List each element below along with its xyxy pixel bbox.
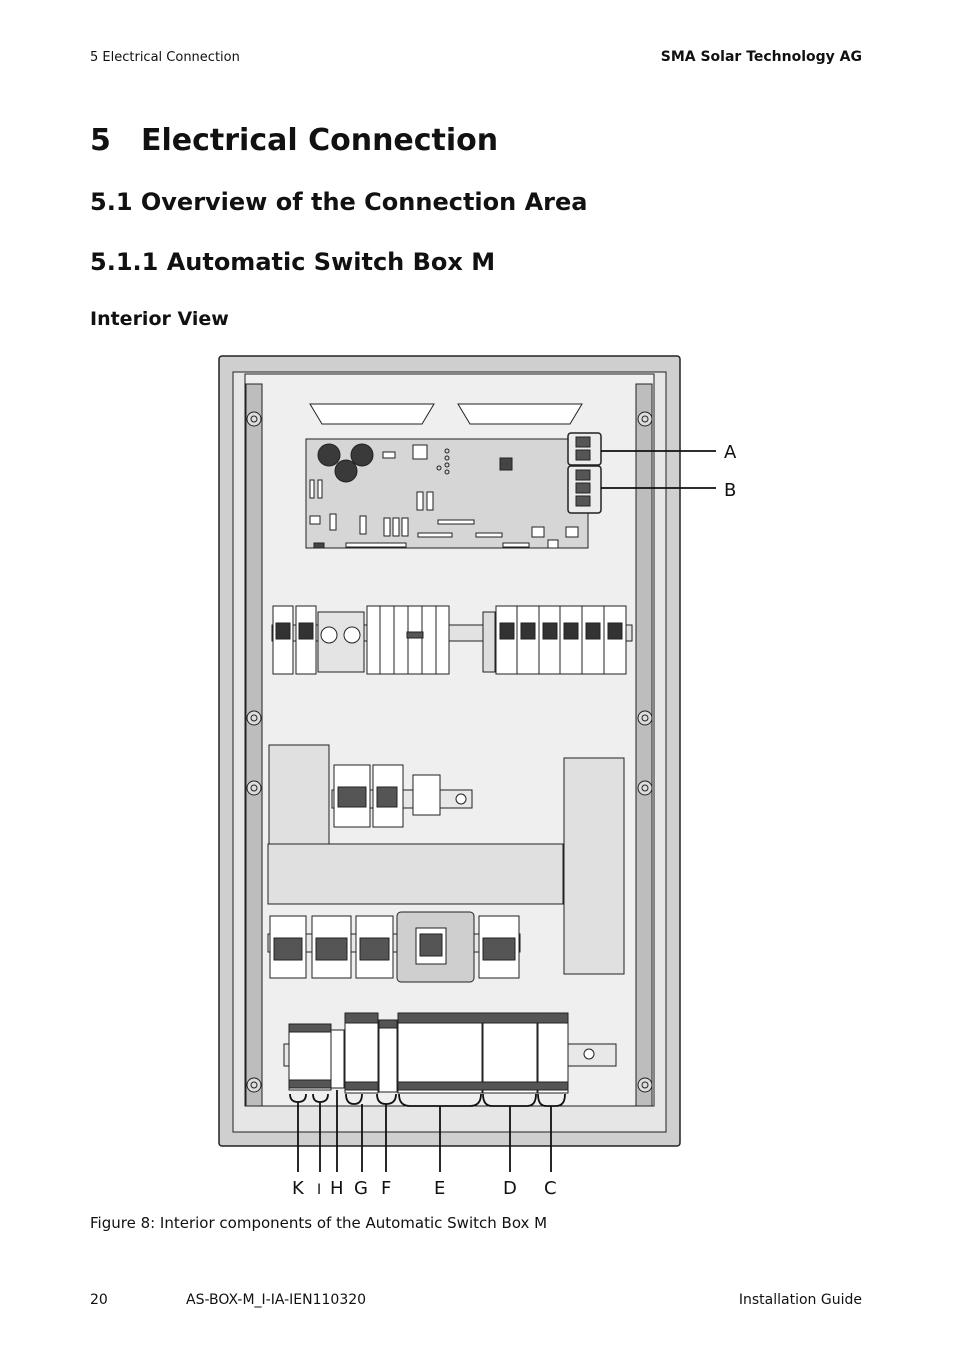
breaker-row-1	[272, 605, 627, 675]
figure-caption: Figure 8: Interior components of the Aut…	[90, 1214, 548, 1232]
callout-leaders	[289, 450, 716, 1172]
callout-d: D	[503, 1178, 517, 1199]
callout-a: A	[724, 442, 737, 463]
callout-g: G	[354, 1178, 368, 1199]
running-header-section: 5 Electrical Connection	[90, 50, 240, 65]
chapter-title: 5 Electrical Connection	[90, 123, 498, 158]
side-panel-right	[563, 757, 625, 975]
contactor-row-2	[269, 911, 520, 983]
subsection-title: 5.1.1 Automatic Switch Box M	[90, 248, 496, 276]
left-rail	[245, 383, 263, 1107]
callout-h: H	[330, 1178, 344, 1199]
callout-e: E	[434, 1178, 445, 1199]
vent-right	[457, 403, 583, 425]
contactor-row-1	[333, 764, 467, 828]
vent-left	[309, 403, 435, 425]
document-id: AS-BOX-M_I-IA-IEN110320	[186, 1292, 367, 1308]
connector-a	[567, 432, 602, 466]
page-number: 20	[90, 1292, 108, 1308]
section-title: 5.1 Overview of the Connection Area	[90, 188, 588, 216]
circuit-board	[305, 438, 589, 549]
right-rail	[635, 383, 653, 1107]
document-type: Installation Guide	[738, 1292, 862, 1308]
callout-k: K	[292, 1178, 305, 1199]
callout-b: B	[724, 480, 736, 501]
cable-duct	[267, 843, 564, 905]
callout-c: C	[544, 1178, 557, 1199]
mounting-bolts	[246, 411, 653, 1093]
side-panel-left	[268, 744, 330, 846]
terminal-blocks	[288, 1012, 595, 1094]
chapter-number: 5	[90, 123, 111, 158]
callout-f: F	[381, 1178, 391, 1199]
callout-i: I	[317, 1182, 321, 1198]
chapter-title-text: Electrical Connection	[141, 123, 499, 158]
running-header-company: SMA Solar Technology AG	[660, 49, 862, 65]
subheading-interior-view: Interior View	[90, 308, 229, 330]
connector-b	[567, 465, 602, 514]
